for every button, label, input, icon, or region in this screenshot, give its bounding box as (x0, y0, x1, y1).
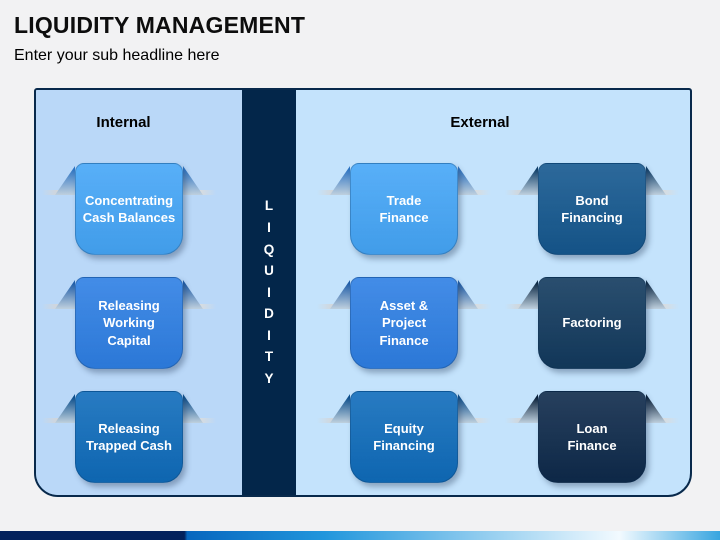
banner-box: Equity Financing (350, 391, 458, 483)
banner-label: Releasing Trapped Cash (86, 420, 172, 453)
liquidity-letter: Y (264, 371, 274, 387)
banner-trade-finance: Trade Finance (317, 163, 491, 255)
liquidity-letter: I (267, 219, 271, 235)
banner-asset-project-finance: Asset & Project Finance (317, 277, 491, 369)
banner-box: Releasing Trapped Cash (75, 391, 183, 483)
liquidity-letter: D (264, 306, 274, 322)
liquidity-letter: I (267, 284, 271, 300)
banner-bond-financing: Bond Financing (505, 163, 679, 255)
page-title: LIQUIDITY MANAGEMENT (14, 12, 306, 38)
footer-gradient-bar (0, 531, 720, 540)
banner-box: Factoring (538, 277, 646, 369)
banner-releasing-trapped-cash: Releasing Trapped Cash (42, 391, 216, 483)
banner-box: Bond Financing (538, 163, 646, 255)
liquidity-center-bar: L I Q U I D I T Y (242, 90, 296, 495)
liquidity-letter: L (264, 198, 274, 214)
banner-label: Loan Finance (567, 420, 617, 453)
banner-concentrating-cash-balances: Concentrating Cash Balances (42, 163, 216, 255)
banner-label: Concentrating Cash Balances (82, 192, 176, 225)
liquidity-letter: T (264, 349, 274, 365)
sub-headline: Enter your sub headline here (14, 47, 220, 64)
external-heading: External (450, 114, 510, 131)
liquidity-letter: Q (263, 241, 275, 257)
banner-equity-financing: Equity Financing (317, 391, 491, 483)
banner-releasing-working-capital: Releasing Working Capital (42, 277, 216, 369)
banner-box: Trade Finance (350, 163, 458, 255)
banner-box: Concentrating Cash Balances (75, 163, 183, 255)
banner-loan-finance: Loan Finance (505, 391, 679, 483)
banner-box: Asset & Project Finance (350, 277, 458, 369)
liquidity-letter: U (264, 263, 274, 279)
banner-label: Trade Finance (379, 192, 429, 225)
liquidity-letter: I (267, 327, 271, 343)
banner-factoring: Factoring (505, 277, 679, 369)
banner-box: Releasing Working Capital (75, 277, 183, 369)
banner-box: Loan Finance (538, 391, 646, 483)
diagram-panel: L I Q U I D I T Y Internal External Conc… (34, 88, 692, 497)
banner-label: Factoring (562, 315, 622, 331)
banner-label: Releasing Working Capital (98, 298, 160, 348)
banner-label: Bond Financing (561, 192, 623, 225)
banner-label: Asset & Project Finance (379, 298, 429, 348)
internal-heading: Internal (96, 114, 151, 131)
banner-label: Equity Financing (373, 420, 435, 453)
